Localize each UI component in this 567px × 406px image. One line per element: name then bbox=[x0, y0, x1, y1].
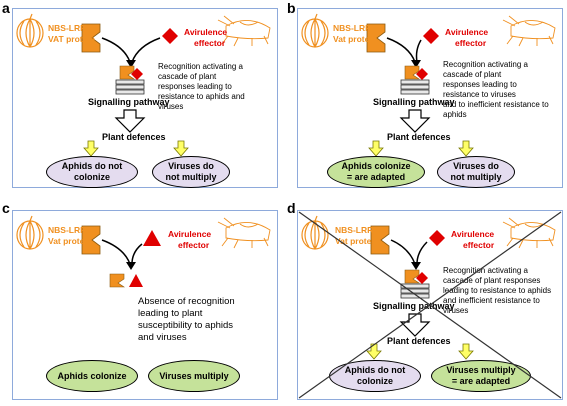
yellow-arrow-right bbox=[458, 140, 474, 157]
unbound-effector-triangle bbox=[129, 274, 143, 287]
panel-a bbox=[12, 8, 278, 188]
vat-label-line1: NBS-LRR bbox=[333, 23, 372, 33]
outcome-viruses: Viruses multiply bbox=[148, 360, 240, 392]
vat-label-line1: NBS-LRR bbox=[48, 23, 87, 33]
melon-icon bbox=[16, 215, 44, 250]
effector-label-line1: Avirulence bbox=[451, 229, 495, 239]
outcome-aphids: Aphids colonize bbox=[46, 360, 138, 392]
yellow-arrow-right bbox=[173, 140, 189, 157]
yellow-arrow-left bbox=[366, 343, 382, 360]
signal-arrow bbox=[399, 313, 431, 337]
receptor-stack bbox=[400, 79, 430, 95]
panel-b-graphics bbox=[301, 13, 556, 157]
panel-c bbox=[12, 210, 278, 400]
vat-label-line2: Vat protein bbox=[335, 236, 379, 246]
effector-label-line1: Avirulence bbox=[445, 27, 489, 37]
aphid-icon bbox=[217, 217, 271, 249]
effector-diamond bbox=[162, 28, 178, 44]
melon-icon bbox=[301, 13, 329, 48]
aphid-icon bbox=[502, 217, 556, 249]
effector-diamond bbox=[423, 28, 439, 44]
panel-a-graphics bbox=[16, 13, 271, 157]
signalling-pathway-label: Signalling pathway bbox=[88, 97, 170, 107]
vat-label-line2: Vat protein bbox=[333, 34, 377, 44]
effector-label-line1: Avirulence bbox=[184, 27, 228, 37]
vat-label-line2: VAT protein bbox=[48, 34, 95, 44]
vat-label-line1: NBS-LRR bbox=[335, 225, 374, 235]
effector-label-line2: effector bbox=[455, 38, 487, 48]
panel-letter-b: b bbox=[287, 0, 296, 16]
melon-icon bbox=[16, 13, 44, 48]
vat-protein-shape bbox=[81, 225, 101, 255]
yellow-arrow-left bbox=[83, 140, 99, 157]
vat-label-line2: Vat protein bbox=[48, 236, 92, 246]
unbound-vat-shape bbox=[109, 273, 125, 288]
vat-label-line1: NBS-LRR bbox=[48, 225, 87, 235]
yellow-arrow-left bbox=[368, 140, 384, 157]
description: Recognition activating a cascade of plan… bbox=[443, 266, 552, 315]
panel-b bbox=[297, 8, 563, 188]
panel-letter-a: a bbox=[2, 0, 10, 16]
melon-icon bbox=[301, 215, 329, 250]
outcome-aphids: Aphids colonize= are adapted bbox=[327, 156, 425, 188]
panel-d-graphics bbox=[301, 215, 556, 360]
panel-d-content: NBS-LRR Vat protein Avirulence effector … bbox=[297, 210, 563, 400]
yellow-arrow-right bbox=[458, 343, 474, 360]
vat-protein-shape bbox=[370, 225, 390, 255]
effector-label-line2: effector bbox=[178, 240, 210, 250]
signalling-pathway-label: Signalling pathway bbox=[373, 97, 455, 107]
aphid-icon bbox=[217, 15, 271, 47]
plant-defences-label: Plant defences bbox=[387, 132, 451, 142]
aphid-icon bbox=[502, 15, 556, 47]
panel-c-graphics bbox=[16, 215, 271, 288]
panel-letter-c: c bbox=[2, 200, 10, 216]
plant-defences-label: Plant defences bbox=[102, 132, 166, 142]
panel-d bbox=[297, 210, 563, 400]
effector-label-line1: Avirulence bbox=[168, 229, 212, 239]
effector-label-line2: effector bbox=[194, 38, 226, 48]
vat-protein-shape bbox=[366, 23, 386, 53]
panel-b-content: NBS-LRR Vat protein Avirulence effector … bbox=[297, 8, 563, 188]
signal-arrow bbox=[114, 109, 146, 133]
signalling-pathway-label: Signalling pathway bbox=[373, 301, 455, 311]
receptor-stack bbox=[115, 79, 145, 95]
panel-c-content: NBS-LRR Vat protein Avirulence effector … bbox=[12, 210, 278, 400]
panel-a-content: NBS-LRR VAT protein Avirulence effector … bbox=[12, 8, 278, 188]
receptor-stack bbox=[400, 283, 430, 299]
cross-out-lines bbox=[298, 211, 562, 399]
effector-diamond bbox=[429, 230, 445, 246]
description: Recognition activating a cascade of plan… bbox=[443, 60, 549, 119]
plant-defences-label: Plant defences bbox=[387, 336, 451, 346]
panel-letter-d: d bbox=[287, 200, 296, 216]
effector-label-line2: effector bbox=[463, 240, 495, 250]
effector-triangle bbox=[143, 230, 161, 246]
signal-arrow bbox=[399, 109, 431, 133]
description: Absence of recognition leading to plant … bbox=[138, 296, 235, 343]
vat-protein-shape bbox=[81, 23, 101, 53]
description: Recognition activating a cascade of plan… bbox=[158, 62, 245, 111]
